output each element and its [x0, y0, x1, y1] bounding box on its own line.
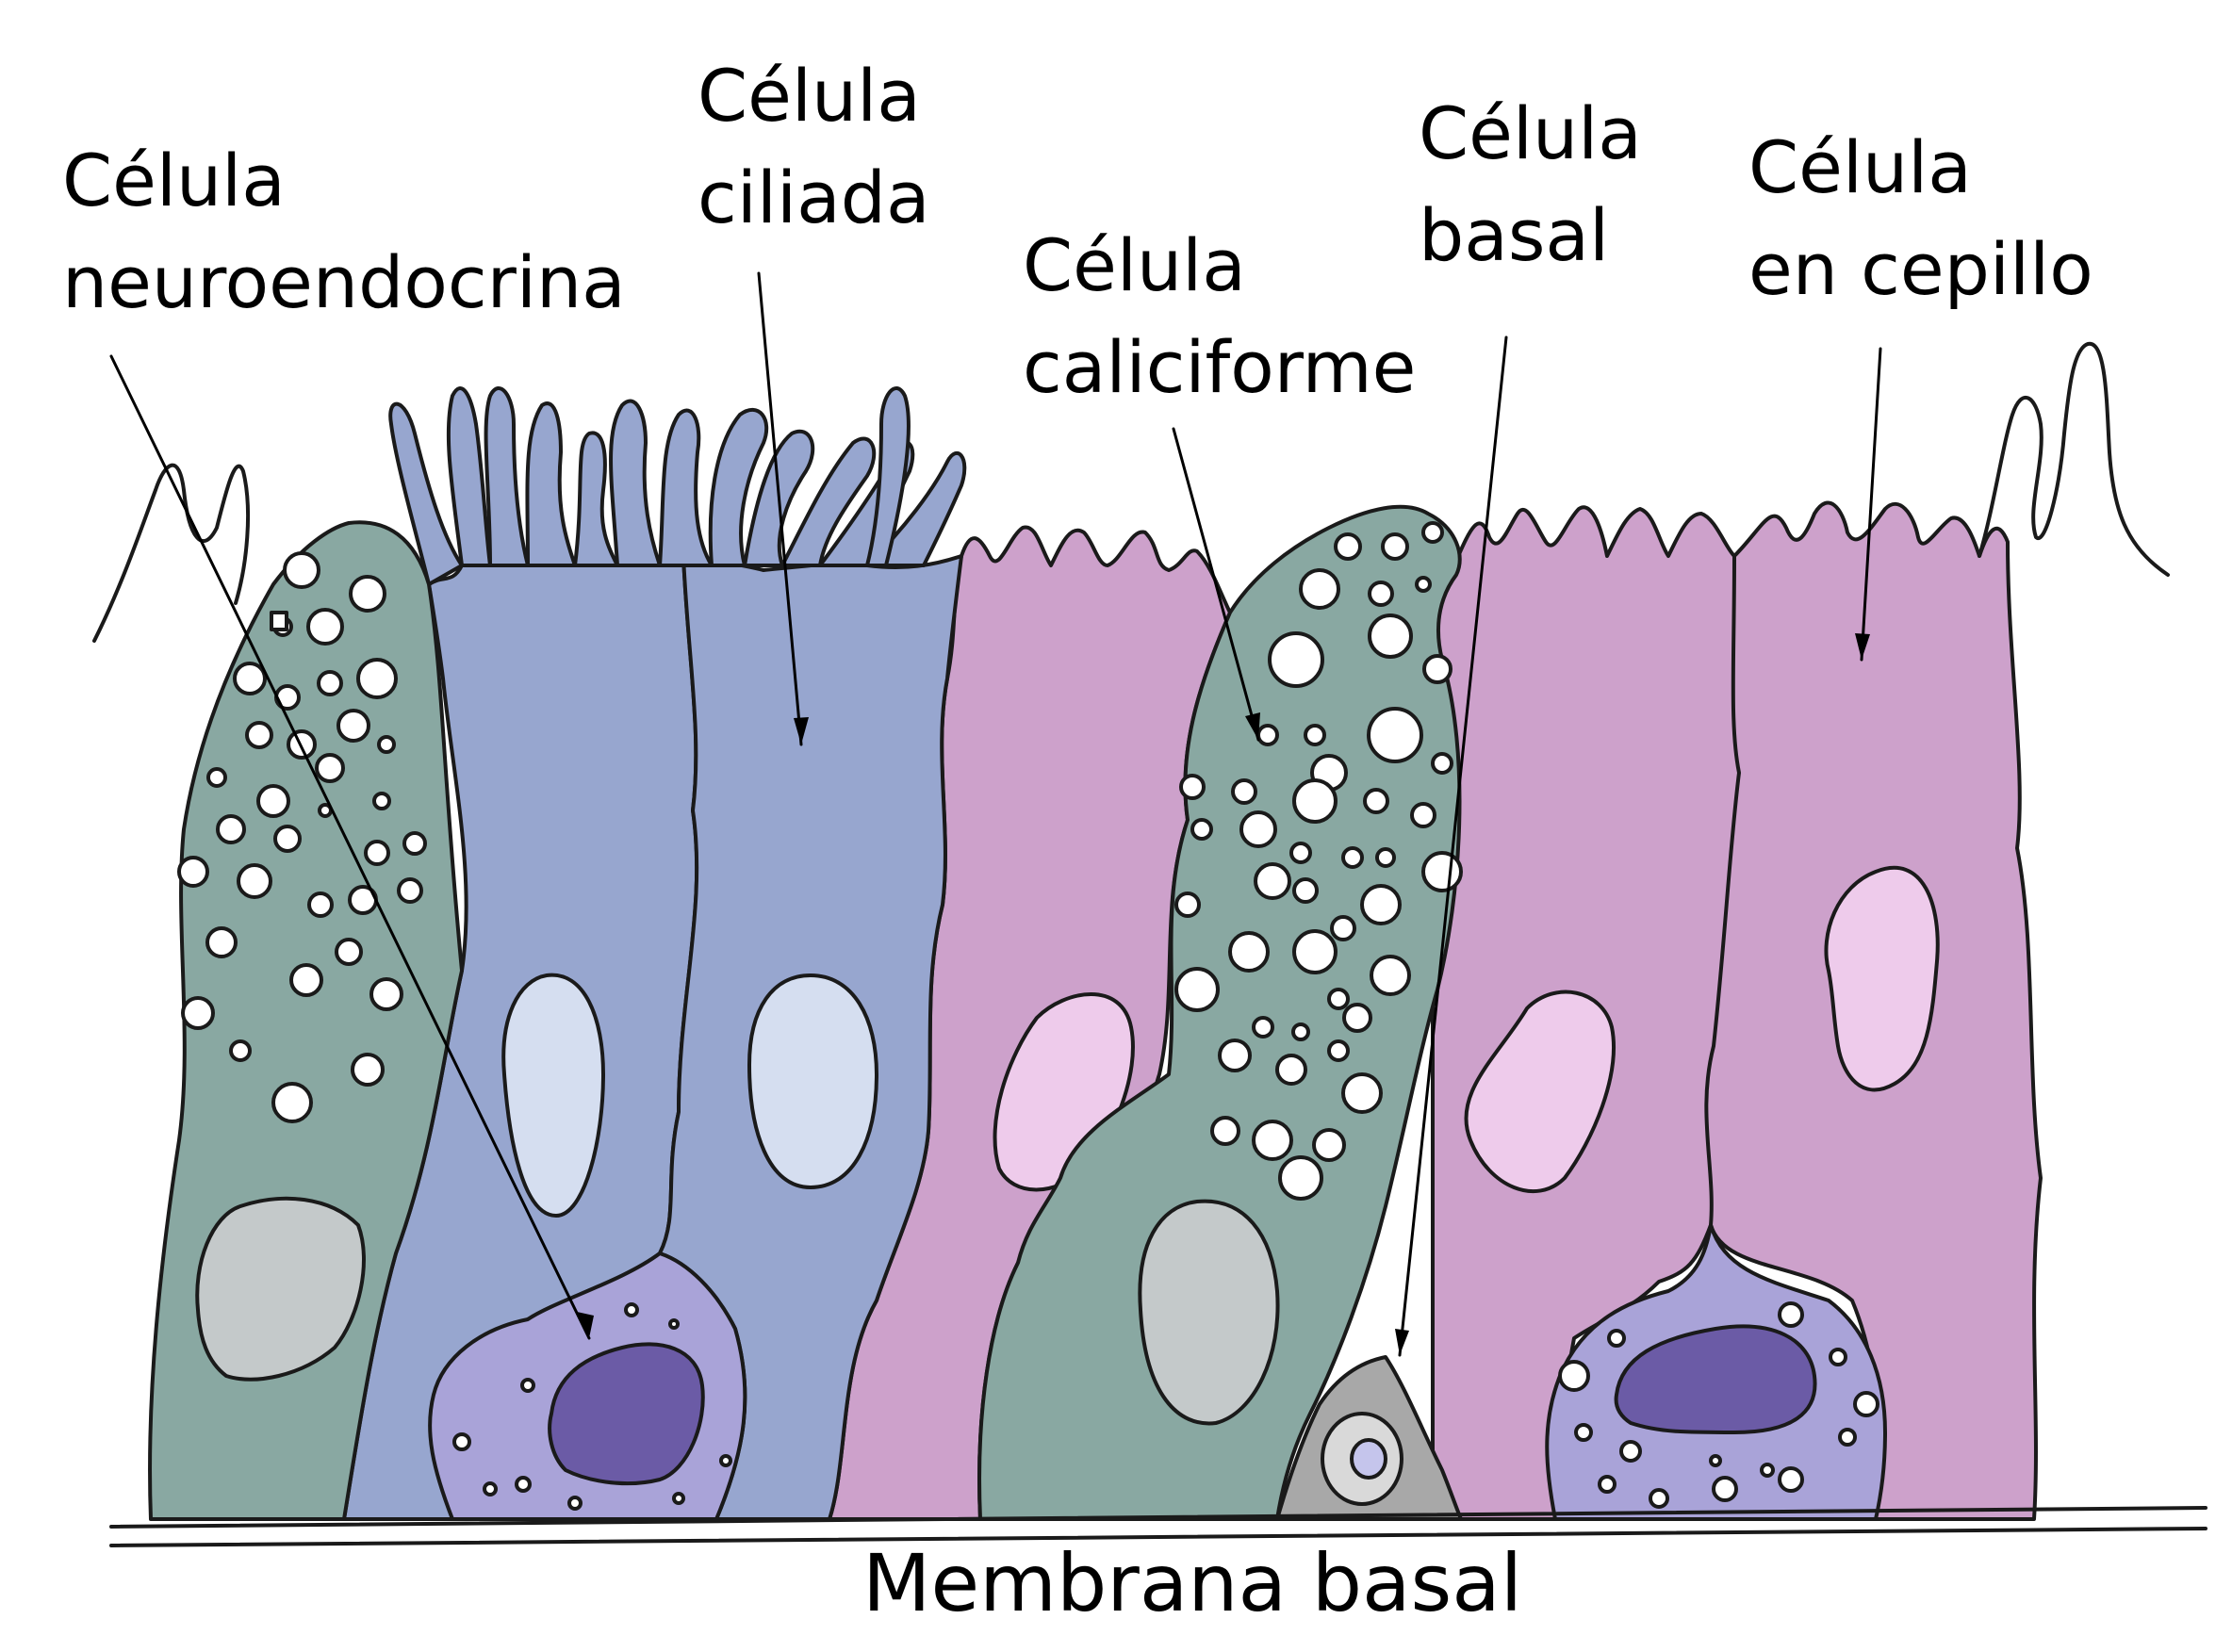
label-basal-line2: basal — [1419, 185, 1642, 286]
label-neuroendocrine-line1: Célula — [62, 130, 626, 232]
label-basal-line1: Célula — [1419, 83, 1642, 185]
label-brush-cell: Célula en cepillo — [1748, 117, 2093, 320]
label-goblet-line1: Célula — [1023, 215, 1416, 317]
label-brush-line2: en cepillo — [1748, 219, 2093, 320]
label-ciliated-line2: ciliada — [698, 147, 930, 249]
ciliated-cell-2-nucleus — [749, 975, 877, 1187]
neuroendocrine-square-granule — [271, 613, 287, 630]
label-brush-line1: Célula — [1748, 117, 2093, 219]
label-neuroendocrine-cell: Célula neuroendocrina — [62, 130, 626, 334]
basal-cell-nucleus-inner — [1352, 1440, 1386, 1478]
label-goblet-cell: Célula caliciforme — [1023, 215, 1416, 418]
left-microvilli — [94, 466, 248, 641]
goblet-cell-nucleus — [1140, 1202, 1277, 1424]
label-neuroendocrine-line2: neuroendocrina — [62, 232, 626, 334]
label-basal-cell: Célula basal — [1419, 83, 1642, 286]
label-ciliated-cell: Célula ciliada — [698, 45, 930, 249]
label-goblet-line2: caliciforme — [1023, 317, 1416, 418]
brush-cell-nucleus-right — [1826, 868, 1937, 1090]
label-ciliated-line1: Célula — [698, 45, 930, 147]
label-basement-membrane: Membrana basal — [862, 1531, 1522, 1635]
cilia — [390, 388, 964, 584]
